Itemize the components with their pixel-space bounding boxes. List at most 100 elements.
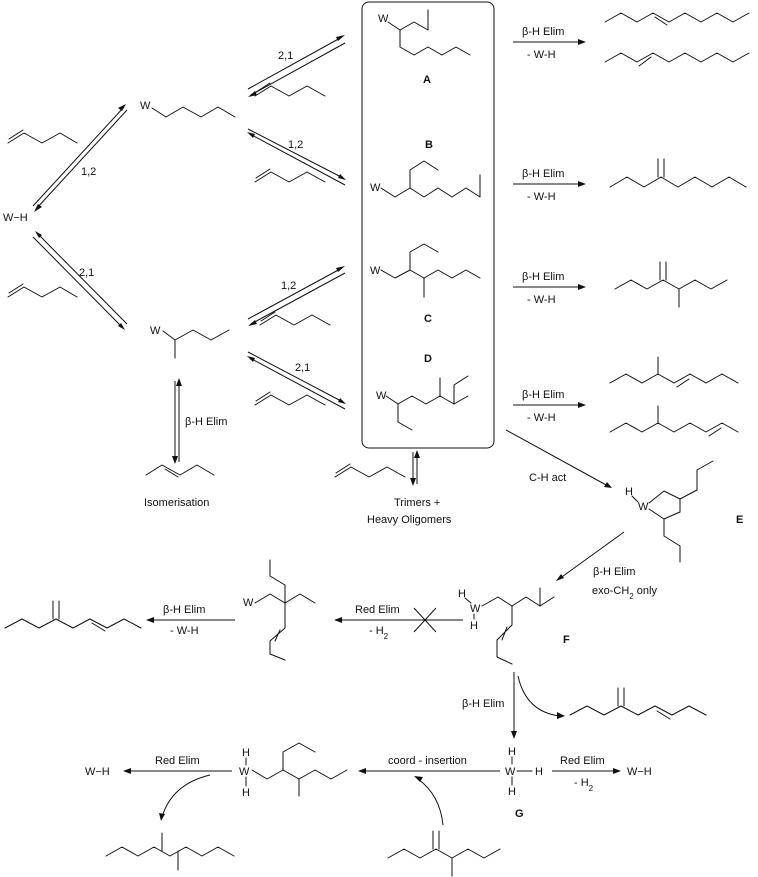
trimers-caption: Heavy Oligomers xyxy=(367,514,452,526)
forward-arrow xyxy=(123,768,232,774)
curved-arrow xyxy=(161,774,211,818)
equilibrium-arrow xyxy=(247,128,346,186)
blocked-arrow xyxy=(334,607,463,633)
pentene-molecule xyxy=(7,132,78,144)
equilibrium-arrow xyxy=(32,231,128,330)
exo-ch2-label: exo-CH2 only xyxy=(592,585,657,601)
equilibrium-arrow xyxy=(247,35,346,97)
alkane-product xyxy=(105,832,235,871)
c-h-act-label: C-H act xyxy=(529,472,566,484)
pentyl-molecule xyxy=(162,329,230,341)
forward-arrow xyxy=(511,672,517,739)
compound-label-e: E xyxy=(736,514,743,526)
hydrogen-atom: H xyxy=(535,766,543,778)
compound-c-structure xyxy=(380,243,481,298)
compound-label-f: F xyxy=(563,634,570,646)
tungsten-atom: W xyxy=(505,766,516,778)
forward-arrow xyxy=(552,768,621,774)
beta-h-elim-label: β-H Elim xyxy=(462,698,504,710)
minus-wh-label: - W-H xyxy=(527,191,556,203)
compound-label-b: B xyxy=(425,139,433,151)
beta-h-elim-label: β-H Elim xyxy=(522,389,564,401)
regio-label: 2,1 xyxy=(295,362,310,374)
hydrogen-atom: H xyxy=(470,620,478,632)
equilibrium-arrow xyxy=(247,266,346,326)
regio-label: 1,2 xyxy=(281,280,296,292)
red-elim-label: Red Elim xyxy=(355,604,400,616)
hydrogen-atom: H xyxy=(242,787,250,799)
diene-product xyxy=(4,600,142,632)
tungsten-atom: W xyxy=(370,265,381,277)
hydrogen-atom: H xyxy=(242,747,250,759)
pentyl-molecule xyxy=(151,106,236,118)
tungsten-atom: W xyxy=(378,13,389,25)
equilibrium-arrow xyxy=(247,351,346,410)
w-alkyl-structure xyxy=(254,559,316,661)
red-elim-label: Red Elim xyxy=(155,755,200,767)
compound-e-structure xyxy=(631,460,714,563)
pentene-molecule xyxy=(254,394,326,406)
hydrogen-atom: H xyxy=(458,588,466,600)
minus-wh-label: - W-H xyxy=(527,294,556,306)
minus-h2-label: - H2 xyxy=(574,777,594,793)
tungsten-atom: W xyxy=(239,766,250,778)
pentene-molecule xyxy=(7,286,78,298)
tungsten-atom: W xyxy=(376,390,387,402)
minus-h2-label: - H2 xyxy=(369,625,389,641)
tungsten-atom: W xyxy=(370,182,381,194)
compound-f-structure xyxy=(464,587,555,665)
compound-label-d: D xyxy=(424,353,432,365)
w-alkyl-structure xyxy=(245,742,348,797)
curved-arrow xyxy=(417,778,444,826)
trimers-caption: Trimers + xyxy=(394,497,440,509)
minus-wh-label: - W-H xyxy=(527,412,556,424)
equilibrium-arrow xyxy=(172,378,182,464)
forward-arrow xyxy=(556,531,625,581)
regio-label: 1,2 xyxy=(81,166,96,178)
forward-arrow xyxy=(146,617,235,623)
compound-b-structure xyxy=(380,160,481,198)
pentene-molecule xyxy=(254,85,326,97)
hydrogen-atom: H xyxy=(508,786,516,798)
pentene-molecule xyxy=(145,464,215,476)
compound-g-structure xyxy=(511,756,533,786)
forward-arrow xyxy=(513,181,586,187)
alkene-reagent xyxy=(387,830,501,877)
alkene-product xyxy=(609,422,739,433)
red-elim-label: Red Elim xyxy=(560,755,605,767)
regio-label: 1,2 xyxy=(288,139,303,151)
pentene-molecule xyxy=(334,466,406,478)
hydrogen-atom: H xyxy=(508,746,516,758)
hydrogen-atom: H xyxy=(625,486,633,498)
alkene-product xyxy=(609,176,747,188)
beta-h-elim-label: β-H Elim xyxy=(185,416,227,428)
beta-h-elim-label: β-H Elim xyxy=(522,271,564,283)
forward-arrow xyxy=(513,39,586,45)
compound-a-structure xyxy=(387,9,471,56)
forward-arrow xyxy=(505,429,612,488)
beta-h-elim-label: β-H Elim xyxy=(522,26,564,38)
curved-arrow xyxy=(517,675,561,717)
beta-h-elim-label: β-H Elim xyxy=(593,566,635,578)
coord-insertion-label: coord - insertion xyxy=(388,755,467,767)
forward-arrow xyxy=(513,402,586,408)
pentene-molecule xyxy=(254,171,326,183)
equilibrium-arrow xyxy=(410,450,420,486)
beta-h-elim-label: β-H Elim xyxy=(163,604,205,616)
alkene-product xyxy=(609,373,739,384)
pentene-molecule xyxy=(259,314,331,326)
equilibrium-arrow xyxy=(32,104,128,212)
regio-label: 2,1 xyxy=(278,50,293,62)
tungsten-atom: W xyxy=(140,100,151,112)
compound-label-g: G xyxy=(515,808,524,820)
tungsten-atom: W xyxy=(470,603,481,615)
tungsten-atom: W xyxy=(150,325,161,337)
w-h-reagent: W−H xyxy=(85,766,110,778)
diene-product xyxy=(569,687,707,720)
compound-label-a: A xyxy=(423,74,431,86)
decene-product xyxy=(604,52,750,63)
w-h-reagent: W−H xyxy=(627,766,652,778)
forward-arrow xyxy=(513,284,586,290)
alkene-product xyxy=(614,279,728,290)
